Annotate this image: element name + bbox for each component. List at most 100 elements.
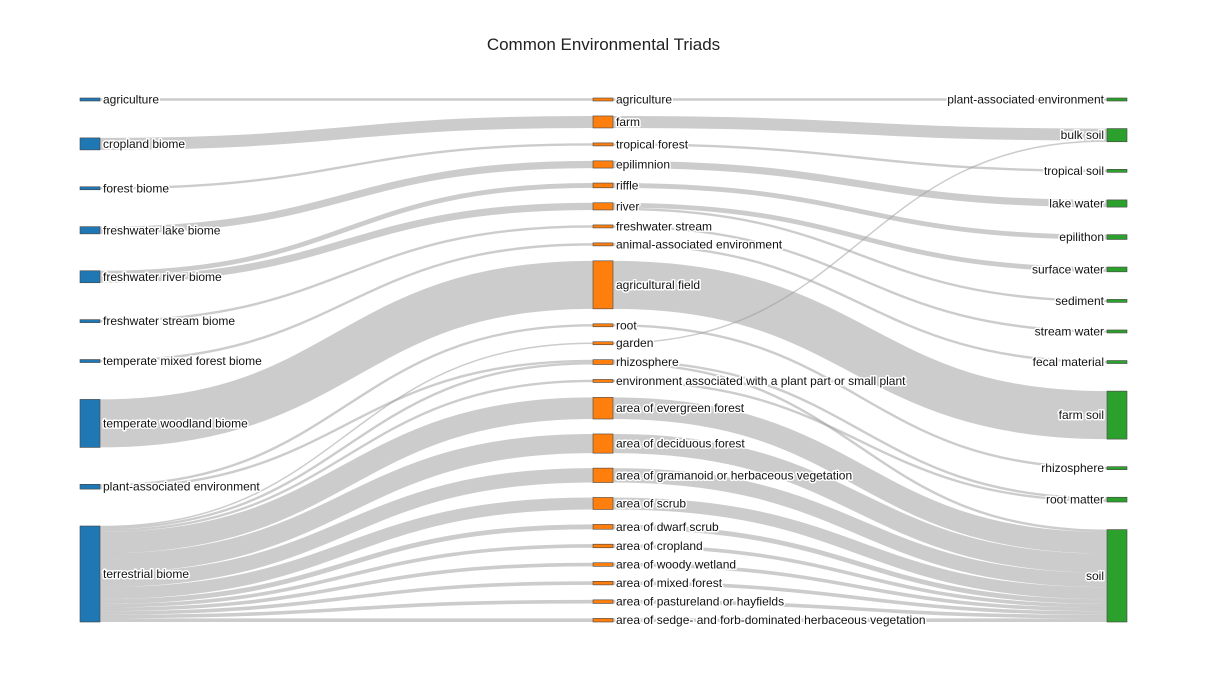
node-left-freshwater-lake-biome[interactable] (79, 226, 101, 235)
node-middle-riffle[interactable] (592, 182, 614, 189)
node-label-middle-area-of-scrub: area of scrub (616, 496, 686, 510)
node-right-plant-associated-environment[interactable] (1106, 97, 1128, 102)
node-middle-area-of-cropland[interactable] (592, 543, 614, 549)
link-area-of-woody-wetland-to-soil[interactable] (612, 562, 1108, 612)
node-middle-epilimnion[interactable] (592, 160, 614, 169)
link-rhizosphere-to-root-matter[interactable] (612, 359, 1108, 500)
link-freshwater-stream-to-stream-water[interactable] (612, 225, 1108, 333)
link-plant-associated-environment-to-rhizosphere[interactable] (99, 359, 594, 490)
node-right-surface-water[interactable] (1106, 266, 1128, 273)
link-terrestrial-biome-to-area-of-evergreen-forest[interactable] (99, 397, 594, 554)
node-middle-root[interactable] (592, 323, 614, 328)
node-middle-garden[interactable] (592, 341, 614, 346)
link-area-of-deciduous-forest-to-soil[interactable] (612, 433, 1108, 573)
node-middle-tropical-forest[interactable] (592, 142, 614, 147)
link-freshwater-river-biome-to-river[interactable] (99, 202, 594, 283)
link-epilimnion-to-lake-water[interactable] (612, 160, 1108, 208)
node-label-left-agriculture: agriculture (103, 93, 159, 107)
node-label-left-temperate-woodland-biome: temperate woodland biome (103, 416, 248, 430)
link-freshwater-lake-biome-to-epilimnion[interactable] (99, 160, 594, 234)
node-label-middle-root: root (616, 318, 637, 332)
link-terrestrial-biome-to-area-of-pastureland-or-hayfields[interactable] (99, 599, 594, 619)
link-area-of-cropland-to-soil[interactable] (612, 544, 1108, 608)
node-left-terrestrial-biome[interactable] (79, 525, 101, 623)
link-area-of-dwarf-scrub-to-soil[interactable] (612, 524, 1108, 604)
link-freshwater-river-biome-to-riffle[interactable] (99, 183, 594, 276)
link-area-of-scrub-to-soil[interactable] (612, 497, 1108, 600)
link-river-to-sediment[interactable] (612, 207, 1108, 303)
link-terrestrial-biome-to-area-of-scrub[interactable] (99, 497, 594, 600)
node-middle-area-of-gramanoid-or-herbaceous-vegetation[interactable] (592, 467, 614, 483)
node-left-temperate-mixed-forest-biome[interactable] (79, 359, 101, 363)
link-forest-biome-to-tropical-forest[interactable] (99, 143, 594, 190)
node-middle-area-of-pastureland-or-hayfields[interactable] (592, 599, 614, 604)
node-right-epilithon[interactable] (1106, 234, 1128, 240)
link-temperate-mixed-forest-biome-to-animal-associated-environment[interactable] (99, 243, 594, 363)
node-middle-area-of-sedge-and-forb-dominated-herbaceous-vegetation[interactable] (592, 618, 614, 623)
node-left-cropland-biome[interactable] (79, 137, 101, 151)
node-middle-area-of-scrub[interactable] (592, 497, 614, 510)
node-right-sediment[interactable] (1106, 299, 1128, 303)
node-middle-animal-associated-environment[interactable] (592, 242, 614, 247)
node-right-bulk-soil[interactable] (1106, 128, 1128, 143)
link-cropland-biome-to-farm[interactable] (99, 115, 594, 150)
node-middle-farm[interactable] (592, 115, 614, 129)
link-tropical-forest-to-tropical-soil[interactable] (612, 143, 1108, 173)
link-plant-associated-environment-to-root[interactable] (99, 324, 594, 487)
link-terrestrial-biome-to-rhizosphere[interactable] (99, 362, 594, 530)
link-terrestrial-biome-to-area-of-dwarf-scrub[interactable] (99, 524, 594, 604)
link-terrestrial-biome-to-environment-associated-with-a-plant-part-or-small-plant[interactable] (99, 379, 594, 532)
link-animal-associated-environment-to-fecal-material[interactable] (612, 243, 1108, 364)
node-middle-environment-associated-with-a-plant-part-or-small-plant[interactable] (592, 379, 614, 383)
node-left-freshwater-stream-biome[interactable] (79, 319, 101, 323)
link-freshwater-stream-biome-to-freshwater-stream[interactable] (99, 225, 594, 323)
node-middle-area-of-dwarf-scrub[interactable] (592, 524, 614, 530)
link-environment-associated-with-a-plant-part-or-small-plant-to-root-matter[interactable] (612, 379, 1108, 503)
link-terrestrial-biome-to-garden[interactable] (99, 342, 594, 528)
link-area-of-mixed-forest-to-soil[interactable] (612, 581, 1108, 615)
link-terrestrial-biome-to-area-of-mixed-forest[interactable] (99, 581, 594, 615)
node-middle-agriculture[interactable] (592, 97, 614, 102)
node-middle-area-of-evergreen-forest[interactable] (592, 397, 614, 420)
link-river-to-surface-water[interactable] (612, 202, 1108, 272)
node-label-middle-area-of-woody-wetland: area of woody wetland (616, 558, 736, 572)
node-left-temperate-woodland-biome[interactable] (79, 399, 101, 448)
link-terrestrial-biome-to-area-of-cropland[interactable] (99, 544, 594, 608)
node-right-fecal-material[interactable] (1106, 360, 1128, 364)
node-right-stream-water[interactable] (1106, 329, 1128, 334)
link-agricultural-field-to-farm-soil[interactable] (612, 260, 1108, 440)
node-middle-freshwater-stream[interactable] (592, 224, 614, 229)
node-label-left-terrestrial-biome: terrestrial biome (103, 567, 189, 581)
link-area-of-evergreen-forest-to-soil[interactable] (612, 397, 1108, 554)
node-middle-agricultural-field[interactable] (592, 260, 614, 310)
node-left-plant-associated-environment[interactable] (79, 484, 101, 490)
node-label-middle-area-of-deciduous-forest: area of deciduous forest (616, 437, 745, 451)
link-terrestrial-biome-to-area-of-deciduous-forest[interactable] (99, 433, 594, 573)
link-terrestrial-biome-to-area-of-gramanoid-or-herbaceous-vegetation[interactable] (99, 468, 594, 588)
link-area-of-pastureland-or-hayfields-to-soil[interactable] (612, 599, 1108, 619)
node-label-left-cropland-biome: cropland biome (103, 137, 185, 151)
node-middle-rhizosphere[interactable] (592, 359, 614, 365)
node-middle-area-of-mixed-forest[interactable] (592, 580, 614, 586)
link-area-of-gramanoid-or-herbaceous-vegetation-to-soil[interactable] (612, 468, 1108, 588)
node-left-forest-biome[interactable] (79, 186, 101, 191)
node-left-agriculture[interactable] (79, 97, 101, 102)
node-right-rhizosphere[interactable] (1106, 466, 1128, 470)
node-middle-area-of-woody-wetland[interactable] (592, 562, 614, 567)
node-label-middle-river: river (616, 199, 639, 213)
link-garden-to-bulk-soil[interactable] (612, 140, 1108, 344)
node-right-soil[interactable] (1106, 529, 1128, 623)
link-root-to-rhizosphere[interactable] (612, 324, 1108, 470)
node-middle-river[interactable] (592, 202, 614, 211)
link-temperate-woodland-biome-to-agricultural-field[interactable] (99, 260, 594, 448)
link-rhizosphere-to-soil[interactable] (612, 362, 1108, 532)
node-left-freshwater-river-biome[interactable] (79, 270, 101, 284)
node-right-tropical-soil[interactable] (1106, 169, 1128, 173)
node-right-lake-water[interactable] (1106, 199, 1128, 208)
node-right-root-matter[interactable] (1106, 496, 1128, 503)
link-terrestrial-biome-to-area-of-woody-wetland[interactable] (99, 562, 594, 612)
link-riffle-to-epilithon[interactable] (612, 183, 1108, 240)
node-right-farm-soil[interactable] (1106, 390, 1128, 440)
link-farm-to-bulk-soil[interactable] (612, 115, 1108, 141)
node-middle-area-of-deciduous-forest[interactable] (592, 433, 614, 454)
